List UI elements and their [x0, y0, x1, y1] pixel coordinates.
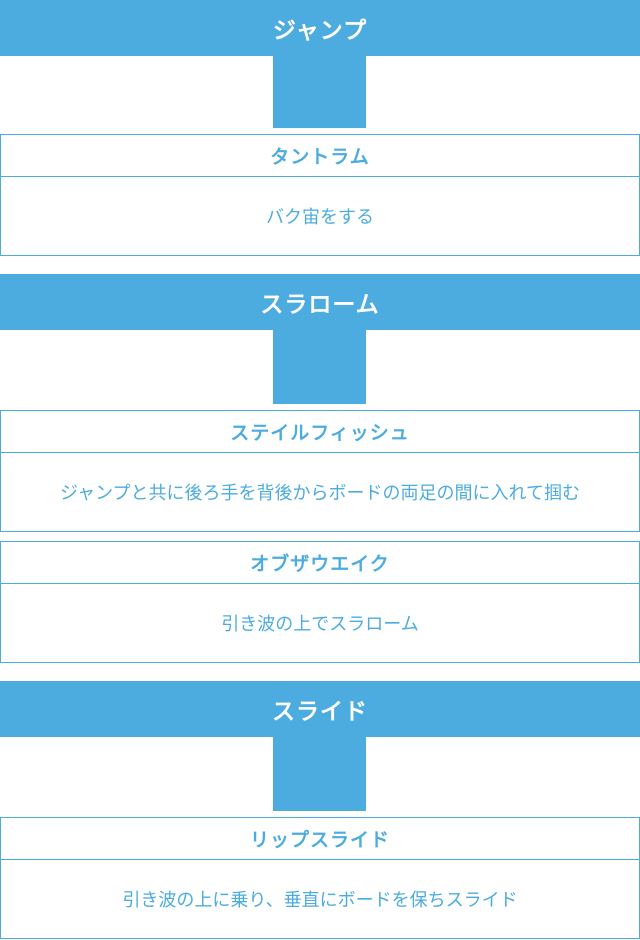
trick-name: リップスライド — [1, 818, 639, 860]
connector-bar — [273, 330, 366, 404]
trick-card-over-the-wake: オブザウエイク 引き波の上でスラローム — [0, 541, 640, 663]
trick-description: ジャンプと共に後ろ手を背後からボードの両足の間に入れて掴む — [59, 483, 581, 504]
category-title: ジャンプ — [272, 18, 368, 44]
trick-description: 引き波の上でスラローム — [221, 614, 419, 635]
trick-description: バク宙をする — [266, 207, 374, 228]
trick-name: タントラム — [1, 135, 639, 177]
trick-name: ステイルフィッシュ — [1, 411, 639, 453]
category-title: スライド — [272, 699, 368, 725]
category-header-slide: スライド — [0, 681, 640, 737]
trick-card-stalefish: ステイルフィッシュ ジャンプと共に後ろ手を背後からボードの両足の間に入れて掴む — [0, 410, 640, 532]
category-header-slalom: スラローム — [0, 274, 640, 330]
trick-name: オブザウエイク — [1, 542, 639, 584]
trick-description: 引き波の上に乗り、垂直にボードを保ちスライド — [122, 890, 518, 911]
category-header-jump: ジャンプ — [0, 0, 640, 56]
connector-bar — [273, 737, 366, 811]
trick-card-tantrum: タントラム バク宙をする — [0, 134, 640, 256]
trick-card-lip-slide: リップスライド 引き波の上に乗り、垂直にボードを保ちスライド — [0, 817, 640, 939]
category-title: スラローム — [260, 292, 380, 318]
connector-bar — [273, 56, 366, 128]
